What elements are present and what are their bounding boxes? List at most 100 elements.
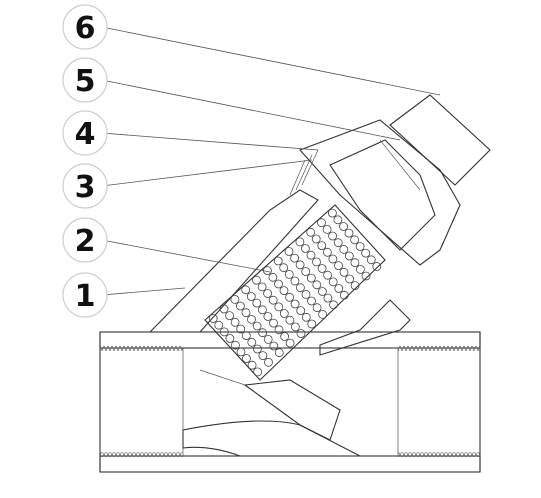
screen-hole <box>273 256 283 266</box>
screen-hole <box>214 320 224 330</box>
screen-hole <box>301 289 311 299</box>
screen-hole <box>317 264 327 273</box>
screen-hole <box>301 312 311 322</box>
screen-hole <box>328 277 338 287</box>
screen-hole <box>263 312 273 321</box>
screen-hole <box>280 332 290 341</box>
screen-hole <box>290 276 300 286</box>
svg-text:5: 5 <box>75 64 96 99</box>
leader-4 <box>101 132 319 151</box>
screen-hole <box>295 283 305 293</box>
screen-hole <box>350 281 360 291</box>
screen-hole <box>323 270 333 280</box>
screen-hole <box>274 325 284 335</box>
screen-hole <box>355 242 365 251</box>
screen-hole <box>295 260 305 270</box>
screen-hole <box>290 322 300 332</box>
screen-hole <box>285 292 295 302</box>
leader-5 <box>101 79 401 141</box>
screen-hole <box>242 354 251 363</box>
screen-hole <box>350 258 360 268</box>
screen-hole <box>301 267 311 276</box>
screen-hole <box>285 315 295 325</box>
screen-hole <box>306 227 316 237</box>
screen-hole <box>263 289 273 298</box>
screen-hole <box>290 299 300 309</box>
leader-lines <box>101 26 441 296</box>
screen-hole <box>268 295 278 305</box>
screen-hole <box>334 284 344 293</box>
screen-hole <box>372 262 382 271</box>
screen-hole <box>334 261 343 271</box>
screen-hole <box>312 257 321 267</box>
screen-hole <box>269 318 278 328</box>
svg-text:1: 1 <box>75 279 96 314</box>
screen-hole <box>328 231 338 241</box>
leader-2 <box>101 239 271 273</box>
screen-hole <box>274 348 284 358</box>
screen-hole <box>318 309 328 319</box>
screen-hole <box>361 271 371 281</box>
screen-hole <box>296 329 306 338</box>
screen-hole <box>317 287 327 296</box>
screen-hole <box>230 340 240 350</box>
screen-hole <box>225 311 235 321</box>
screen-hole <box>230 294 240 304</box>
screen-hole <box>295 237 305 247</box>
screen-hole <box>323 293 333 303</box>
callout-3: 3 <box>62 163 108 209</box>
screen-hole <box>252 275 261 285</box>
screen-hole <box>246 292 256 301</box>
screen-hole <box>306 250 316 260</box>
screen-hole <box>268 272 278 282</box>
screen-hole <box>225 334 235 343</box>
screen-hole <box>258 351 268 361</box>
screen-hole <box>263 334 273 344</box>
screen-hole <box>219 327 229 337</box>
screen-hole <box>241 308 251 318</box>
leader-3 <box>101 159 313 187</box>
screen-hole <box>252 298 262 308</box>
callout-5: 5 <box>62 57 108 103</box>
screen-hole <box>236 324 246 334</box>
svg-text:6: 6 <box>75 11 96 46</box>
screen-hole <box>322 247 332 257</box>
screen-hole <box>339 267 349 277</box>
callout-6: 6 <box>62 4 108 50</box>
screen-hole <box>235 301 245 311</box>
screen-hole <box>247 314 256 324</box>
screen-hole <box>257 305 267 315</box>
branch-housing <box>148 94 491 356</box>
screen-hole <box>279 309 289 318</box>
screen-hole <box>355 264 365 274</box>
screen-hole <box>312 303 322 313</box>
screen-hole <box>312 280 322 290</box>
screen-hole <box>247 337 257 347</box>
leader-6 <box>101 26 441 96</box>
screen-hole <box>296 306 306 316</box>
screen-hole <box>344 251 354 261</box>
screen-hole <box>322 224 332 234</box>
flow-divider <box>182 369 361 457</box>
screen-hole <box>269 341 279 351</box>
callout-1: 1 <box>62 272 108 318</box>
screen-hole <box>252 321 262 331</box>
screen-hole <box>361 248 371 258</box>
screen-hole <box>329 300 338 310</box>
screen-hole <box>236 347 246 357</box>
screen-hole <box>339 290 349 300</box>
screen-hole <box>350 235 360 245</box>
screen-hole <box>345 274 355 284</box>
screen-hole <box>333 238 343 248</box>
pipe-body <box>99 331 481 473</box>
screen-hole <box>247 360 257 370</box>
screen-hole <box>300 244 310 253</box>
screen-hole <box>258 328 268 338</box>
screen-hole <box>333 215 343 225</box>
screen-hole <box>274 279 283 289</box>
screen-hole <box>307 319 317 329</box>
leader-1 <box>101 287 186 296</box>
screen-hole <box>307 296 316 306</box>
screen-hole <box>230 317 240 327</box>
